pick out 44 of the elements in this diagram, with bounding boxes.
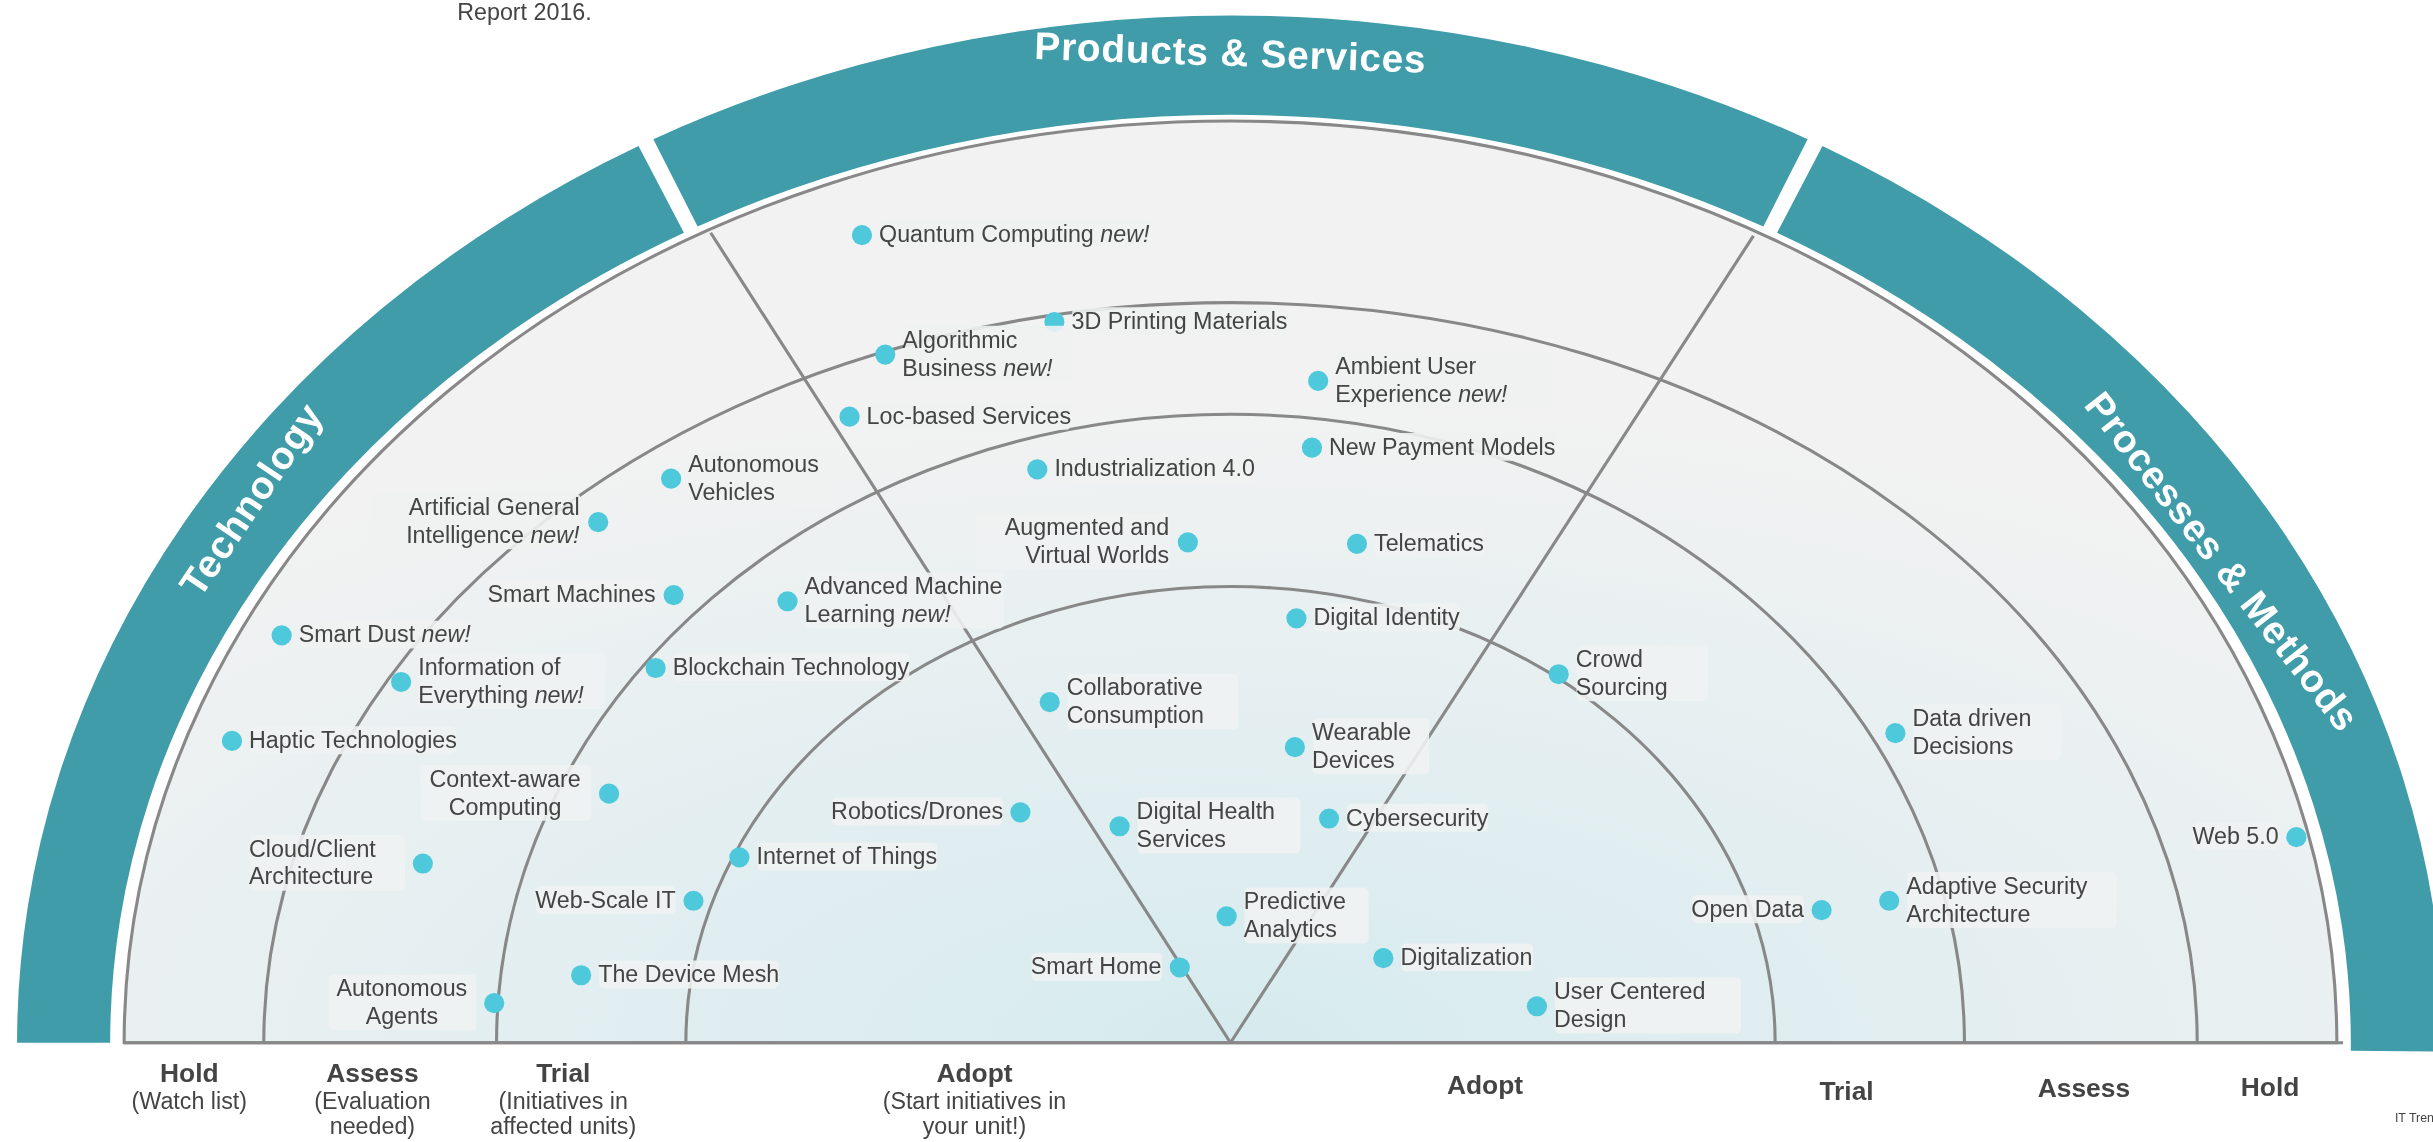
note-text: (Watch list) bbox=[131, 1089, 248, 1115]
note-text: (Start initiatives in your unit!) bbox=[881, 1089, 1068, 1139]
blip-label: Wearable Devices bbox=[1311, 718, 1429, 775]
blip-label: Collaborative Consumption bbox=[1066, 673, 1238, 730]
blip-label: Web-Scale IT bbox=[535, 886, 676, 914]
blip-label: Cloud/Client Architecture bbox=[249, 834, 405, 891]
category-label: Products & Services bbox=[1033, 23, 1428, 83]
ring-label: Assess bbox=[326, 1061, 419, 1087]
blip-label: Crowd Sourcing bbox=[1575, 645, 1708, 702]
note-text: (Evaluation needed) bbox=[313, 1089, 432, 1139]
ring-label: Adopt bbox=[1446, 1073, 1524, 1099]
blip-label: Predictive Analytics bbox=[1243, 887, 1368, 944]
blip-label: Information of Everything new! bbox=[418, 653, 605, 710]
blip-label: New Payment Models bbox=[1329, 432, 1556, 461]
blip-label: Web 5.0 bbox=[2192, 822, 2279, 851]
blip-label: 3D Printing Materials bbox=[1071, 307, 1288, 336]
ring-label: Trial bbox=[1819, 1080, 1874, 1105]
blip-label: Robotics/Drones bbox=[831, 797, 1004, 826]
blip-label: The Device Mesh bbox=[598, 960, 780, 989]
blip-label: Open Data bbox=[1691, 895, 1804, 924]
blip-label: Digitalization bbox=[1400, 943, 1533, 972]
blip-label: User Centered Design bbox=[1554, 977, 1741, 1034]
note-text: (Initiatives in affected units) bbox=[489, 1089, 638, 1139]
note-text: IT Tren bbox=[2394, 1110, 2433, 1127]
blip-label: Haptic Technologies bbox=[249, 726, 457, 755]
blip-label: Smart Machines bbox=[487, 580, 656, 609]
blip-label: Digital Health Services bbox=[1136, 797, 1300, 854]
blip-label: Adaptive Security Architecture bbox=[1906, 872, 2116, 928]
ring-label: Adopt bbox=[936, 1061, 1013, 1087]
blip-label: Cybersecurity bbox=[1346, 803, 1489, 832]
ring-label: Assess bbox=[2037, 1076, 2131, 1102]
ring-label: Trial bbox=[536, 1061, 591, 1087]
blip-label: Smart Dust new! bbox=[298, 620, 471, 649]
ring-label: Hold bbox=[2240, 1075, 2300, 1101]
blip-label: Advanced Machine Learning new! bbox=[804, 572, 1004, 629]
blip-label: Blockchain Technology bbox=[672, 653, 910, 682]
note-text: Report 2016. bbox=[457, 0, 592, 25]
blip-label: Smart Home bbox=[1030, 952, 1162, 981]
ring-label: Hold bbox=[160, 1061, 219, 1087]
blip-label: Data driven Decisions bbox=[1912, 704, 2060, 761]
blip-label: Digital Identity bbox=[1313, 603, 1460, 632]
blip-label: Context-aware Computing bbox=[419, 765, 591, 821]
blip-label: Autonomous Agents bbox=[328, 974, 476, 1031]
blip-label: Internet of Things bbox=[756, 842, 938, 871]
